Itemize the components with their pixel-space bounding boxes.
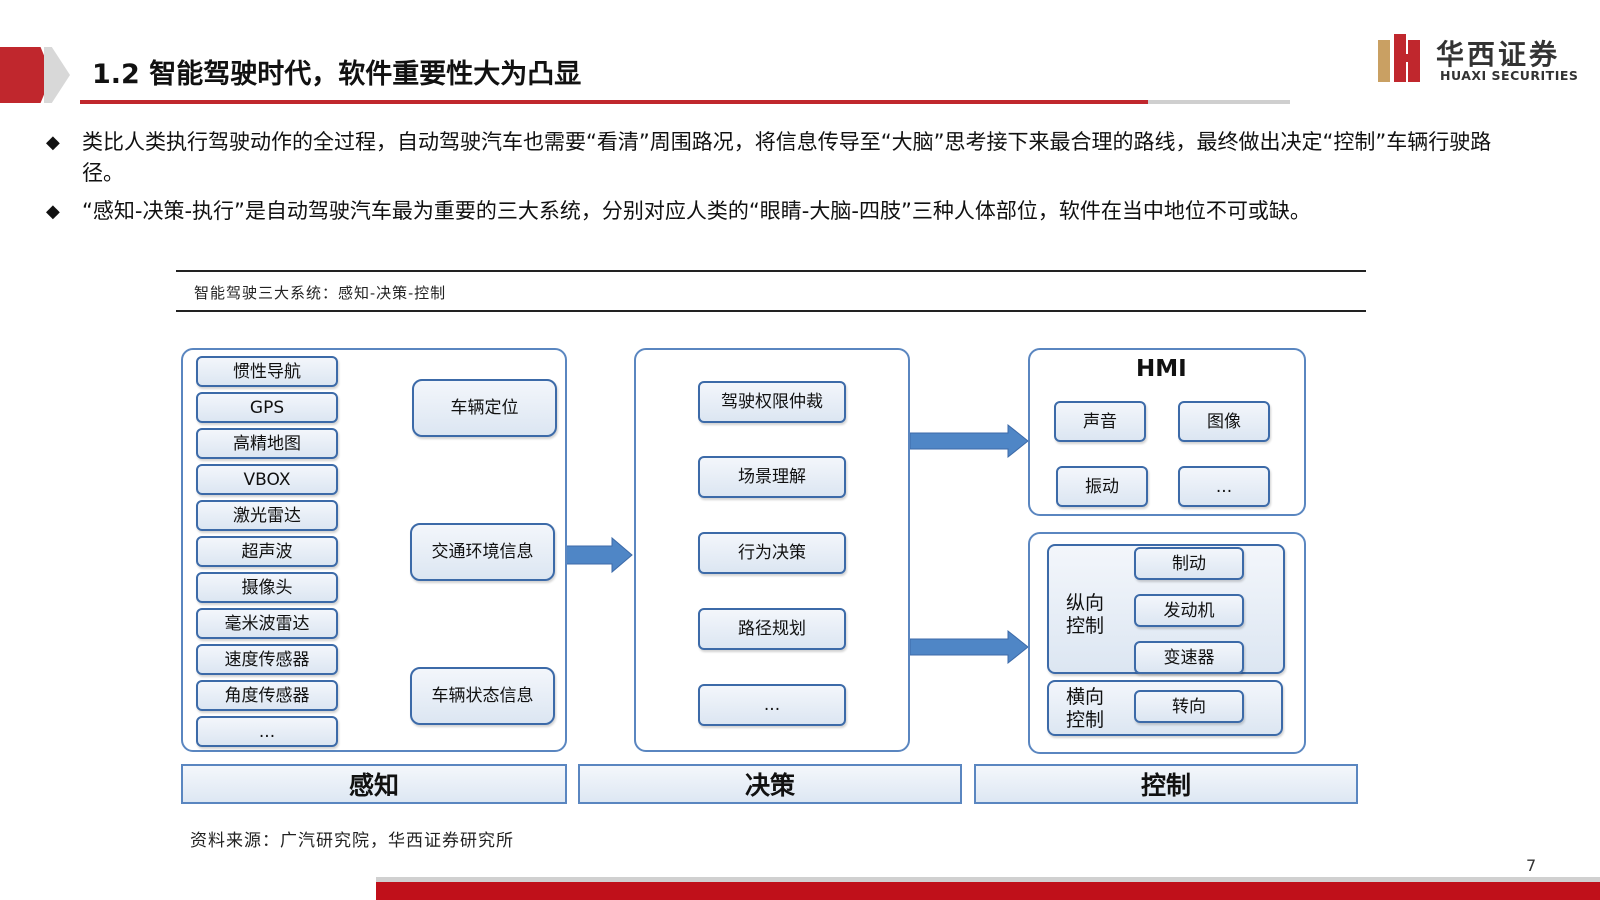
hmi-title: HMI: [1136, 356, 1187, 382]
figure-caption: 智能驾驶三大系统：感知-决策-控制: [194, 284, 447, 302]
longitudinal-node: 发动机: [1134, 594, 1244, 627]
bullet-text: 类比人类执行驾驶动作的全过程，自动驾驶汽车也需要“看清”周围路况，将信息传导至“…: [82, 130, 1492, 185]
longitudinal-node: 制动: [1134, 547, 1244, 580]
sensor-node: 超声波: [196, 536, 338, 567]
arrow-decision-to-motion-control: [909, 629, 1029, 665]
longitudinal-control-label: 纵向控制: [1066, 592, 1105, 637]
diamond-bullet-icon: ◆: [46, 201, 60, 222]
lateral-node: 转向: [1134, 690, 1244, 723]
longitudinal-node: 变速器: [1134, 641, 1244, 674]
footer-gray-bar: [376, 877, 1600, 882]
title-underline-gray: [1148, 100, 1290, 104]
footer-red-bar: [376, 882, 1600, 900]
decision-node: 行为决策: [698, 532, 846, 574]
huaxi-logo-icon: [1378, 34, 1420, 82]
decision-node: 场景理解: [698, 456, 846, 498]
sensor-node: 角度传感器: [196, 680, 338, 711]
sensor-node: 惯性导航: [196, 356, 338, 387]
sensor-node: 激光雷达: [196, 500, 338, 531]
hmi-node: 声音: [1054, 401, 1146, 442]
arrow-decision-to-hmi: [909, 423, 1029, 459]
diamond-bullet-icon: ◆: [46, 132, 60, 153]
arrow-perception-to-decision: [565, 536, 633, 574]
figure-source: 资料来源：广汽研究院，华西证券研究所: [190, 831, 514, 851]
lateral-control-label: 横向控制: [1066, 686, 1105, 731]
sensor-node: 摄像头: [196, 572, 338, 603]
sensor-node: ...: [196, 716, 338, 747]
control-bar: 控制: [974, 764, 1358, 804]
sensor-node: GPS: [196, 392, 338, 423]
decision-node: ...: [698, 684, 846, 726]
sensor-node: 毫米波雷达: [196, 608, 338, 639]
caption-rule-bottom: [176, 310, 1366, 312]
caption-rule-top: [176, 270, 1366, 272]
page-title: 1.2 智能驾驶时代，软件重要性大为凸显: [92, 59, 582, 90]
bullet-item: ◆ 类比人类执行驾驶动作的全过程，自动驾驶汽车也需要“看清”周围路况，将信息传导…: [46, 127, 1496, 189]
decision-bar: 决策: [578, 764, 962, 804]
bullet-text: “感知-决策-执行”是自动驾驶汽车最为重要的三大系统，分别对应人类的“眼睛-大脑…: [82, 199, 1311, 223]
hmi-node: 图像: [1178, 401, 1270, 442]
bullet-item: ◆ “感知-决策-执行”是自动驾驶汽车最为重要的三大系统，分别对应人类的“眼睛-…: [46, 196, 1496, 227]
hmi-node: ...: [1178, 466, 1270, 507]
title-underline: [80, 100, 1148, 104]
traffic-environment-node: 交通环境信息: [410, 523, 555, 581]
vehicle-state-node: 车辆状态信息: [410, 667, 555, 725]
vehicle-positioning-node: 车辆定位: [412, 379, 557, 437]
perception-bar: 感知: [181, 764, 567, 804]
logo-text-en: HUAXI SECURITIES: [1440, 68, 1579, 83]
logo-text-cn: 华西证券: [1436, 38, 1561, 71]
decision-node: 路径规划: [698, 608, 846, 650]
header-accent-tab: [0, 47, 52, 103]
page-number: 7: [1526, 856, 1537, 875]
sensor-node: VBOX: [196, 464, 338, 495]
decision-node: 驾驶权限仲裁: [698, 381, 846, 423]
header-accent-tab-shadow: [44, 47, 70, 103]
hmi-node: 振动: [1056, 466, 1148, 507]
sensor-node: 速度传感器: [196, 644, 338, 675]
sensor-node: 高精地图: [196, 428, 338, 459]
